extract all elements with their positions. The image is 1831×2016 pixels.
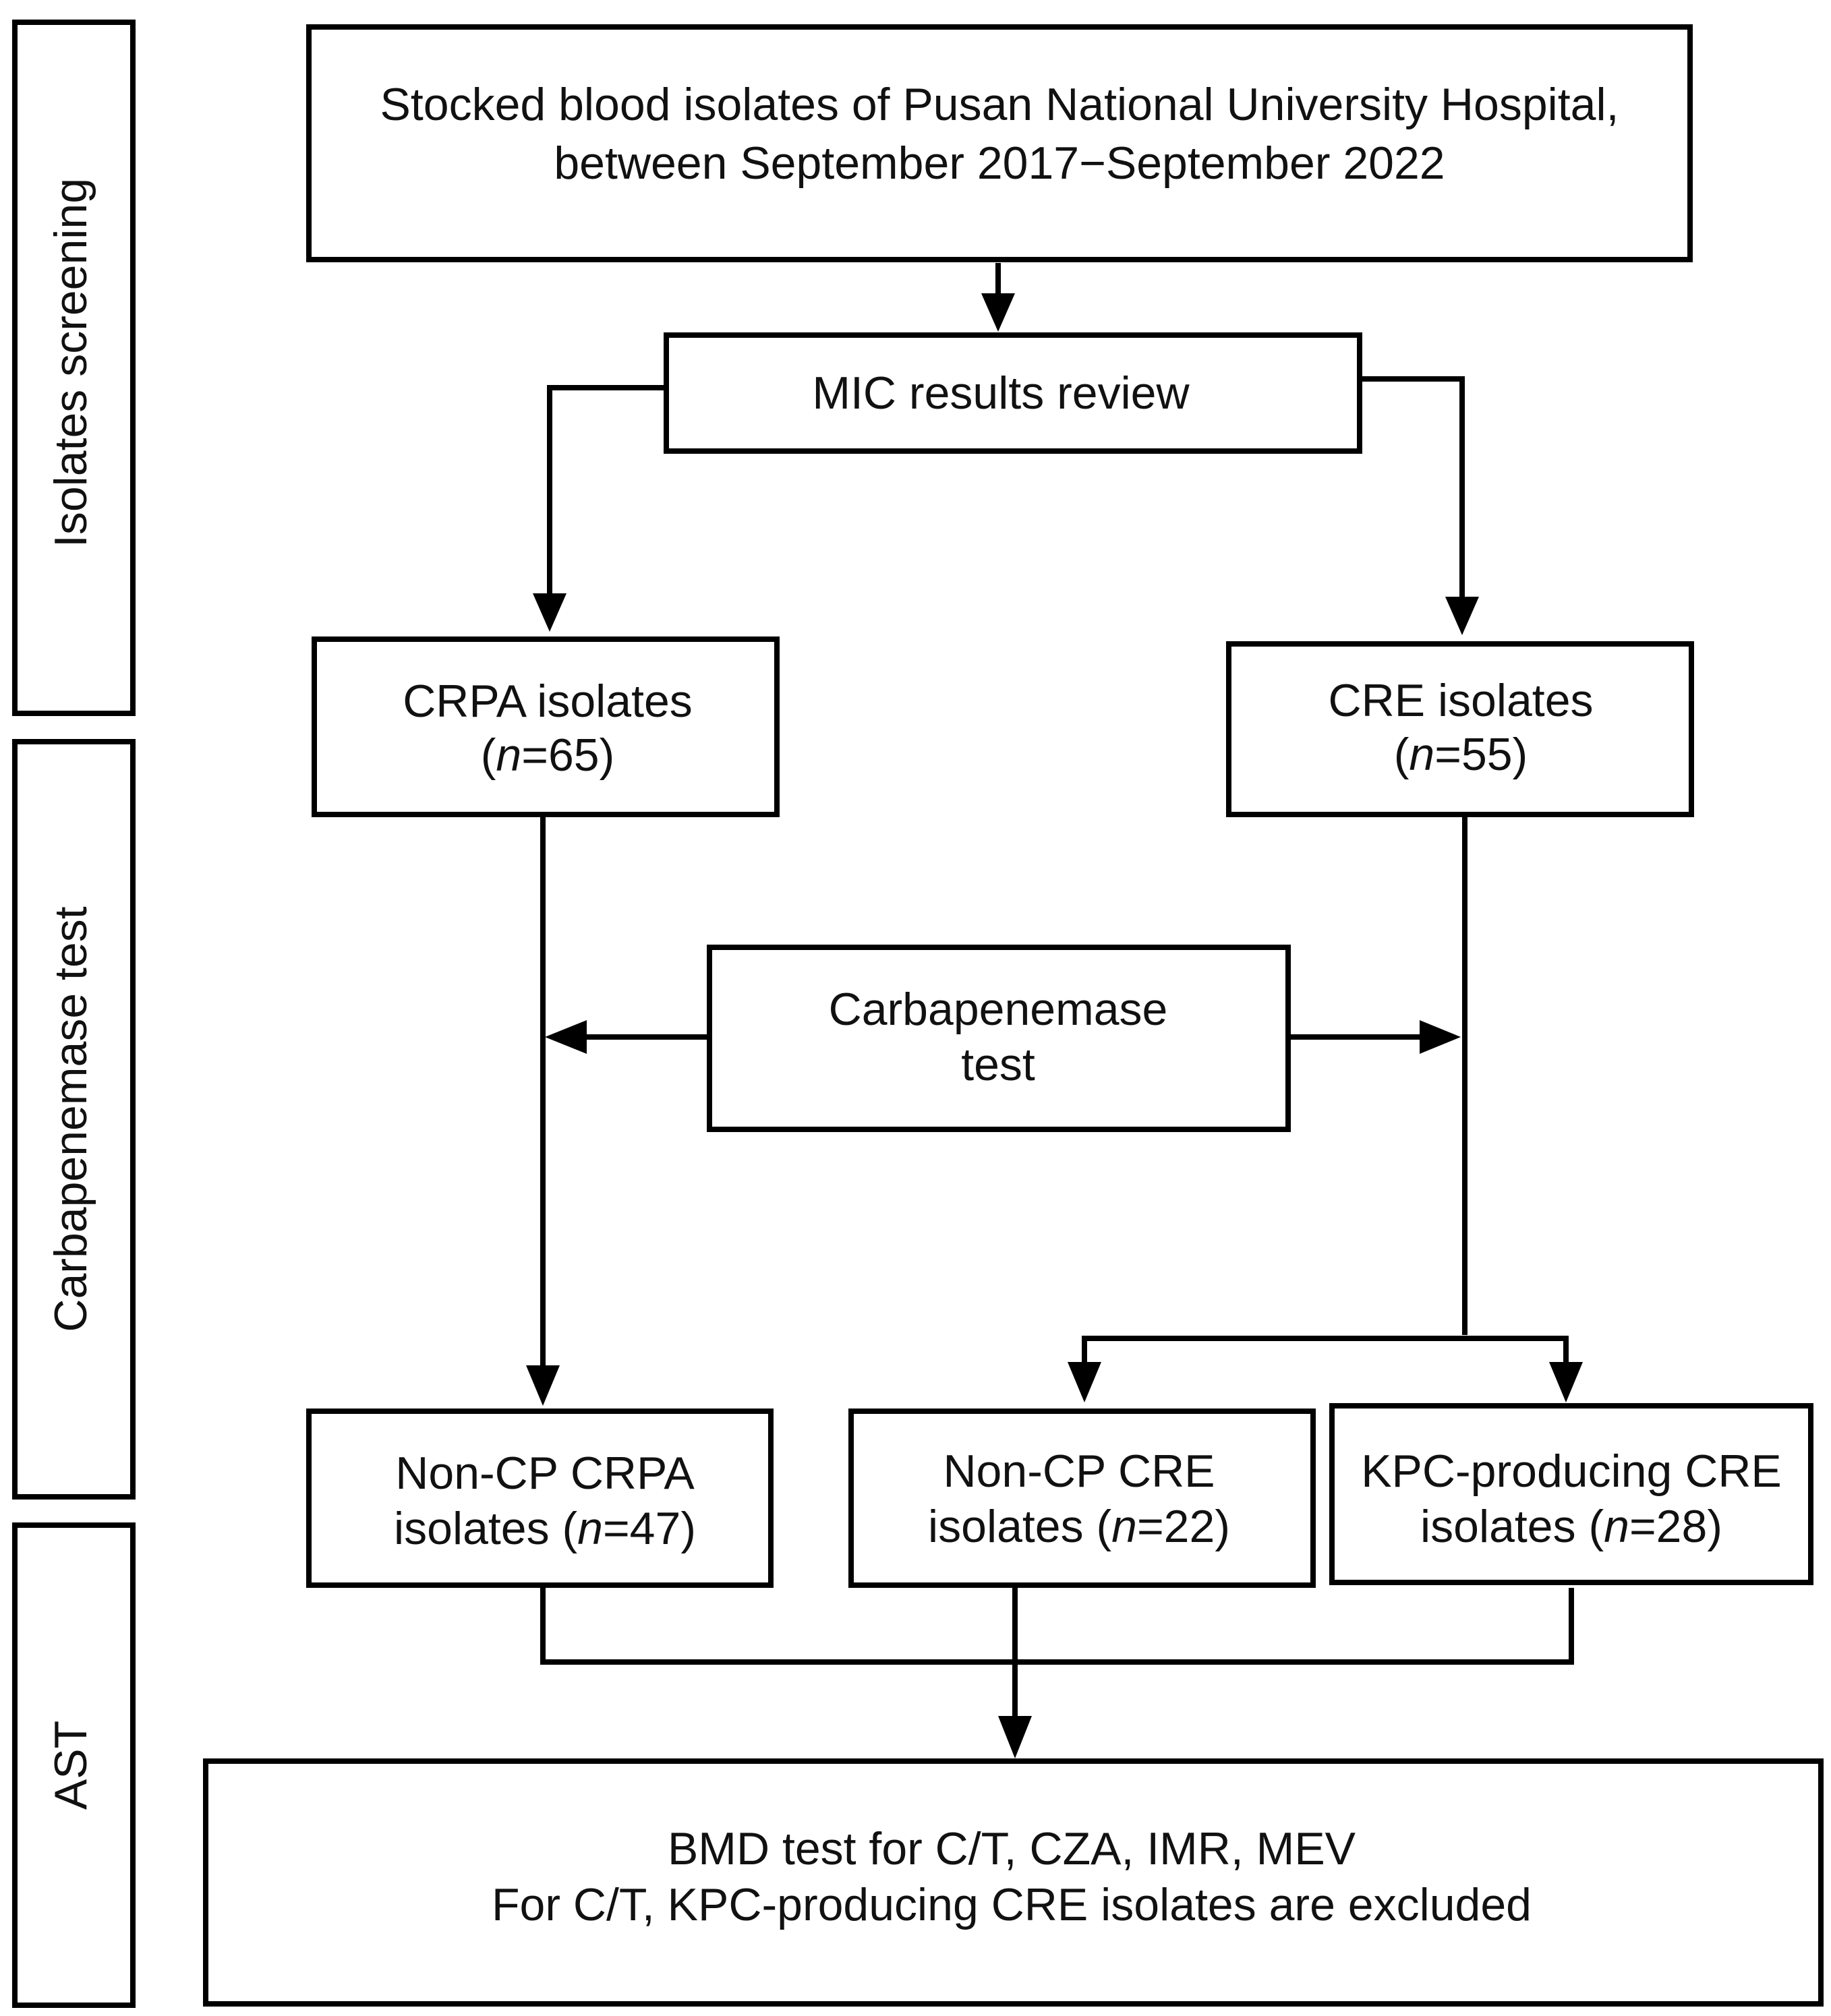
carbapenemase-test-rect [707,945,1291,1132]
stage-box-ast [12,1522,136,2008]
kpc-cre-box: KPC-producing CRE isolates (n=28) [1329,1403,1813,1585]
arrowhead-down-bmd [998,1716,1032,1758]
noncp-cre-line-2: isolates (n=22) [928,1501,1230,1552]
connector-mic-to-cre [1361,376,1465,600]
crpa-isolates-box: CRPA isolates (n=65) [312,636,780,817]
cre-isolates-box: CRE isolates (n=55) [1226,641,1694,817]
stage-ast: AST [12,1522,136,2008]
kpc-cre-line-1: KPC-producing CRE [1361,1446,1782,1497]
stage-carbapenemase-test: Carbapenemase test [12,739,136,1500]
kpc-cre-line-2: isolates (n=28) [1420,1501,1722,1552]
connector-cre-split [1082,1336,1569,1365]
stage-label-isolates-screening: Isolates screening [45,178,96,547]
carbapenemase-test-line-1: Carbapenemase [829,984,1168,1035]
stage-box-isolates-screening [12,20,136,716]
arrowheads [526,293,1583,1758]
cre-isolates-rect [1226,641,1694,817]
arrowhead-down-mic [981,293,1015,332]
arrowhead-down-nonCP-cre [1068,1362,1101,1402]
arrowhead-left-test [545,1020,587,1054]
crpa-isolates-line-1: CRPA isolates [403,676,693,727]
mic-review-box: MIC results review [664,332,1362,454]
stage-box-carbapenemase-test [12,739,136,1500]
crpa-isolates-count: (n=65) [481,730,614,781]
bmd-test-line-1: BMD test for C/T, CZA, IMR, MEV [668,1823,1356,1874]
noncp-cre-box: Non-CP CRE isolates (n=22) [848,1409,1316,1588]
stage-label-carbapenemase-test: Carbapenemase test [45,906,96,1332]
source-isolates-box: Stocked blood isolates of Pusan National… [306,24,1693,262]
arrowhead-right-test [1420,1020,1461,1054]
mic-review-label: MIC results review [812,367,1190,419]
arrowhead-down-cre [1445,597,1479,635]
cre-isolates-count: (n=55) [1394,729,1528,780]
carbapenemase-test-line-2: test [961,1039,1035,1090]
noncp-crpa-box: Non-CP CRPA isolates (n=47) [306,1409,774,1588]
source-isolates-line-1: Stocked blood isolates of Pusan National… [380,79,1619,130]
noncp-cre-rect [848,1409,1316,1588]
bmd-test-rect [203,1758,1824,2007]
connector-mic-to-crpa [547,385,664,597]
noncp-crpa-rect [306,1409,774,1588]
bmd-test-box: BMD test for C/T, CZA, IMR, MEV For C/T,… [203,1758,1824,2007]
stage-isolates-screening: Isolates screening [12,20,136,716]
mic-review-rect [664,332,1362,454]
connector-bottom-merge [540,1588,1574,1665]
arrowhead-down-nonCP-crpa [526,1365,560,1406]
kpc-cre-rect [1329,1403,1813,1585]
source-isolates-line-2: between September 2017−September 2022 [554,138,1445,189]
noncp-cre-line-1: Non-CP CRE [943,1446,1215,1497]
crpa-isolates-rect [312,636,780,817]
noncp-crpa-line-2: isolates (n=47) [394,1503,696,1554]
carbapenemase-test-box: Carbapenemase test [707,945,1291,1132]
bmd-test-line-2: For C/T, KPC-producing CRE isolates are … [492,1879,1532,1930]
arrowhead-down-crpa [533,593,566,632]
cre-isolates-line-1: CRE isolates [1328,675,1593,726]
noncp-crpa-line-1: Non-CP CRPA [395,1448,695,1499]
arrowhead-down-kpc [1549,1362,1583,1402]
stage-label-ast: AST [45,1721,96,1810]
source-isolates-rect [306,24,1693,262]
